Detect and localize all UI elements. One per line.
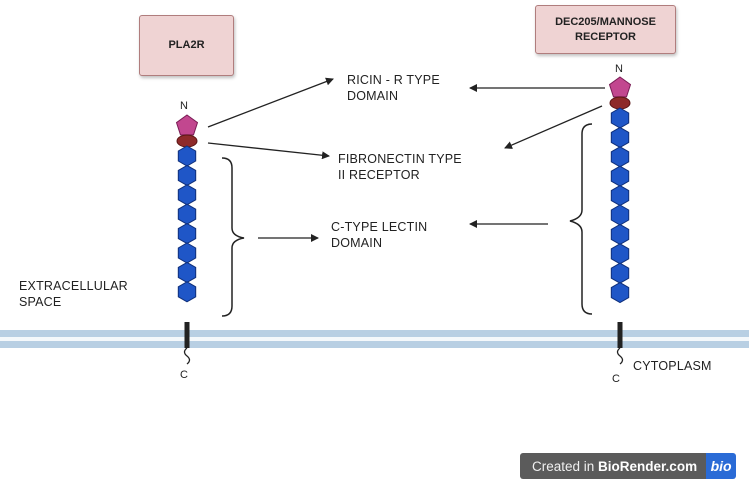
dec205-ricin-domain: [608, 76, 632, 98]
credit-brand: BioRender.com: [598, 458, 698, 474]
pla2r-lectin-domain: [177, 164, 197, 186]
pla2r-title: PLA2R: [168, 39, 205, 52]
arrow-ricin-left: [207, 77, 334, 128]
pla2r-lectin-domain: [177, 261, 197, 283]
dec205-lectin-domain: [610, 243, 630, 265]
credit-prefix: Created in: [532, 458, 599, 474]
dec205-protein: [608, 76, 632, 365]
dec205-lectin-domain: [610, 107, 630, 129]
pla2r-lectin-domain: [177, 203, 197, 225]
fibronectin-label: FIBRONECTIN TYPE II RECEPTOR: [338, 152, 462, 183]
membrane-inner-leaflet: [0, 341, 749, 348]
c-type-lectin-label: C-TYPE LECTIN DOMAIN: [331, 220, 428, 251]
dec205-lectin-domain: [610, 146, 630, 168]
pla2r-lectin-domain: [177, 223, 197, 245]
dec205-lectin-domain: [610, 282, 630, 304]
pla2r-lectin-domain: [177, 184, 197, 206]
credit-text: Created in BioRender.com: [520, 453, 707, 479]
pla2r-lectin-domain: [177, 145, 197, 167]
pla2r-lectin-domain: [177, 242, 197, 264]
dec205-n-terminus: N: [615, 63, 623, 75]
pla2r-protein: [175, 114, 199, 365]
extracellular-space-label: EXTRACELLULAR SPACE: [19, 279, 128, 310]
dec205-transmembrane-segment: [617, 322, 623, 348]
pla2r-transmembrane-segment: [184, 322, 190, 348]
dec205-fibronectin-domain: [609, 96, 631, 110]
pla2r-ricin-domain: [175, 114, 199, 136]
arrow-fibronectin-right: [504, 105, 603, 149]
ricin-domain-label: RICIN - R TYPE DOMAIN: [347, 73, 440, 104]
dec205-cytoplasmic-tail: [616, 347, 624, 365]
pla2r-lectin-domain: [177, 281, 197, 303]
cytoplasm-label: CYTOPLASM: [633, 359, 712, 373]
dec205-lectin-domain: [610, 204, 630, 226]
dec205-lectin-domain: [610, 262, 630, 284]
dec205-lectin-domain: [610, 126, 630, 148]
pla2r-title-box: PLA2R: [139, 15, 234, 76]
membrane-core: [0, 337, 749, 341]
pla2r-cytoplasmic-tail: [183, 347, 191, 365]
dec205-lectin-domain: [610, 223, 630, 245]
cell-membrane: [0, 330, 749, 348]
pla2r-fibronectin-domain: [176, 134, 198, 148]
biorender-credit-badge[interactable]: Created in BioRender.com bio: [520, 453, 737, 479]
dec205-title-box: DEC205/MANNOSE RECEPTOR: [535, 5, 676, 54]
dec205-title: DEC205/MANNOSE RECEPTOR: [555, 15, 656, 43]
left-lectin-brace: [221, 157, 245, 317]
pla2r-n-terminus: N: [180, 100, 188, 112]
arrow-fibronectin-left: [207, 142, 330, 160]
membrane-outer-leaflet: [0, 330, 749, 337]
dec205-c-terminus: C: [612, 373, 620, 385]
dec205-lectin-domain: [610, 165, 630, 187]
pla2r-c-terminus: C: [180, 369, 188, 381]
dec205-lectin-domain: [610, 185, 630, 207]
biorender-logo-icon: bio: [706, 453, 737, 479]
right-lectin-brace: [569, 123, 593, 315]
